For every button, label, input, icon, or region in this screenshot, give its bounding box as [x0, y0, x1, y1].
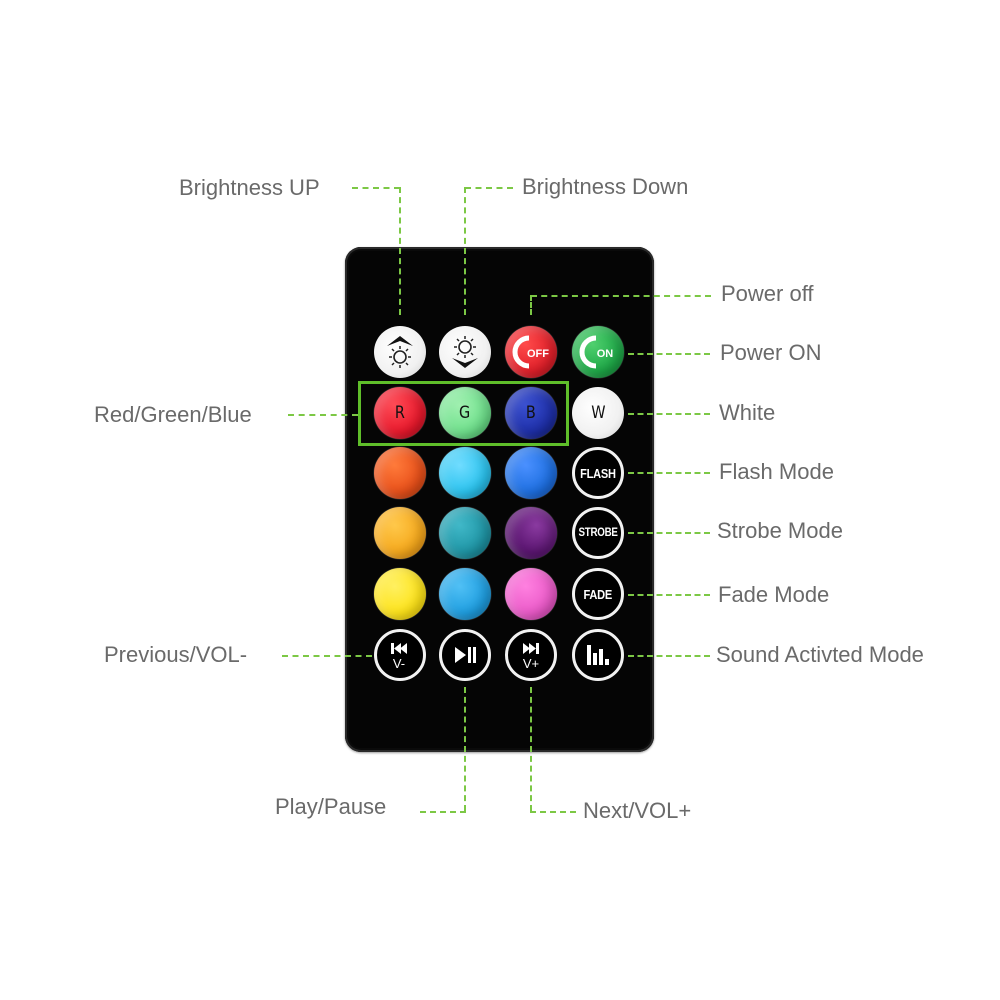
connector-power-off-v	[530, 295, 532, 315]
yellow-button[interactable]	[374, 568, 426, 620]
connector-next-v	[530, 687, 532, 811]
strobe-label: STROBE	[578, 527, 618, 539]
sun-up-icon	[387, 336, 413, 368]
white-button[interactable]: W	[572, 387, 624, 439]
label-white: White	[719, 400, 776, 425]
next-icon: V+	[523, 643, 539, 671]
connector-previous	[282, 655, 372, 657]
power-on-icon: ON	[579, 335, 614, 369]
fade-button[interactable]: FADE	[572, 568, 624, 620]
red-letter: R	[394, 403, 406, 423]
connector-brightness-down-h	[465, 187, 513, 189]
brightness-up-button[interactable]	[374, 326, 426, 378]
green-button[interactable]: G	[439, 387, 491, 439]
label-fade: Fade Mode	[718, 582, 830, 607]
blue-button[interactable]: B	[505, 387, 557, 439]
label-rgb: Red/Green/Blue	[94, 402, 252, 427]
connector-play-pause-v	[464, 687, 466, 811]
label-brightness-down: Brightness Down	[522, 174, 689, 199]
connector-fade	[628, 594, 710, 596]
cyan-blue-button[interactable]	[439, 568, 491, 620]
power-off-icon: OFF	[512, 335, 549, 369]
sound-mode-button[interactable]	[572, 629, 624, 681]
strobe-button[interactable]: STROBE	[572, 507, 624, 559]
sun-down-icon	[452, 336, 478, 368]
connector-brightness-down-v	[464, 187, 466, 315]
svg-text:V-: V-	[393, 656, 405, 671]
brightness-down-button[interactable]	[439, 326, 491, 378]
connector-power-on	[628, 353, 710, 355]
label-brightness-up: Brightness UP	[179, 175, 320, 200]
fade-label: FADE	[583, 586, 613, 602]
label-previous: Previous/VOL-	[104, 642, 248, 667]
connector-next-h	[530, 811, 576, 813]
label-power-on: Power ON	[720, 340, 822, 365]
previous-vol-down-button[interactable]: V-	[374, 629, 426, 681]
label-strobe: Strobe Mode	[717, 518, 843, 543]
purple-button[interactable]	[505, 507, 557, 559]
rgb-highlight-box	[358, 381, 569, 446]
equalizer-icon	[587, 645, 609, 665]
connector-white	[628, 413, 710, 415]
connector-strobe	[628, 532, 710, 534]
label-sound: Sound Activted Mode	[716, 642, 924, 667]
label-next: Next/VOL+	[583, 798, 692, 823]
label-flash: Flash Mode	[719, 459, 834, 484]
sky-blue-button[interactable]	[439, 447, 491, 499]
svg-text:ON: ON	[597, 348, 614, 360]
flash-label: FLASH	[580, 465, 616, 481]
connector-brightness-up-h	[352, 187, 400, 189]
azure-button[interactable]	[505, 447, 557, 499]
amber-button[interactable]	[374, 507, 426, 559]
flash-button[interactable]: FLASH	[572, 447, 624, 499]
power-off-button[interactable]: OFF	[505, 326, 557, 378]
svg-text:V+: V+	[523, 656, 539, 671]
connector-sound	[628, 655, 710, 657]
orange-red-button[interactable]	[374, 447, 426, 499]
play-pause-icon	[455, 647, 476, 663]
red-button[interactable]: R	[374, 387, 426, 439]
pink-button[interactable]	[505, 568, 557, 620]
connector-power-off-h	[531, 295, 711, 297]
green-letter: G	[459, 403, 471, 423]
play-pause-button[interactable]	[439, 629, 491, 681]
next-vol-up-button[interactable]: V+	[505, 629, 557, 681]
svg-text:OFF: OFF	[527, 348, 549, 360]
label-power-off: Power off	[721, 281, 814, 306]
connector-play-pause-h	[420, 811, 466, 813]
connector-brightness-up-v	[399, 187, 401, 315]
power-on-button[interactable]: ON	[572, 326, 624, 378]
connector-flash	[628, 472, 710, 474]
teal-button[interactable]	[439, 507, 491, 559]
connector-rgb	[288, 414, 358, 416]
previous-icon: V-	[391, 643, 407, 671]
blue-letter: B	[526, 403, 536, 423]
white-letter: W	[590, 403, 606, 423]
label-play-pause: Play/Pause	[275, 794, 387, 819]
